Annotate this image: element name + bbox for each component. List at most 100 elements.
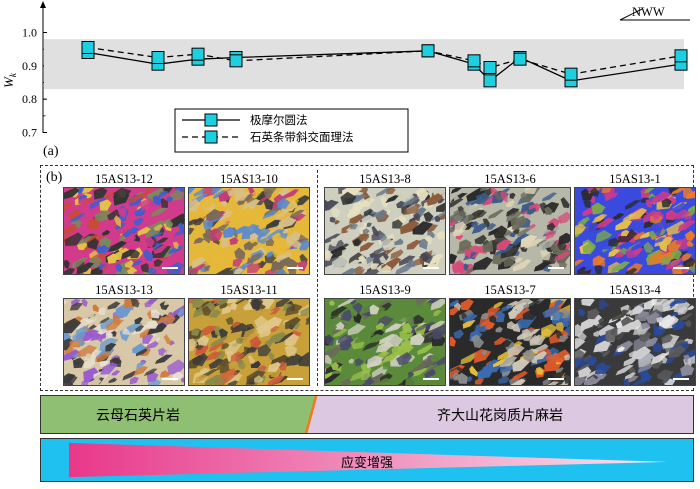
mineral-grain [460,299,474,311]
mineral-grain [660,256,674,266]
micrograph-caption: 15AS13-11 [220,283,278,297]
mineral-grain [405,376,417,385]
mineral-grain [130,299,140,308]
mineral-grain [671,319,686,331]
mineral-grain [325,373,342,384]
mineral-grain [411,367,428,377]
mineral-grain [600,248,614,260]
mineral-grain [493,190,502,201]
mineral-grain [407,371,415,378]
mineral-grain [454,221,468,234]
mineral-grain [682,253,693,262]
mineral-grain [216,299,229,305]
mineral-grain [332,328,348,338]
mineral-grain [517,332,529,340]
legend-label-2: 石英条带斜交面理法 [250,130,354,144]
mineral-grain [265,219,283,230]
mineral-grain [375,322,385,330]
mineral-grain [206,374,226,385]
series-2-point [564,67,578,81]
mineral-grain [226,299,238,304]
mineral-grain [340,191,357,206]
mineral-grain [176,308,184,316]
micrograph-image [188,187,310,275]
mineral-grain [123,227,140,238]
mineral-grain [522,307,539,320]
mineral-grain [385,195,399,204]
mineral-grain [170,347,184,356]
mineral-grain [533,261,552,272]
mineral-grain [361,304,371,311]
mineral-grain [282,228,289,234]
series-2-point [81,41,95,54]
mineral-grain [247,252,263,265]
mineral-grain [173,228,184,237]
mineral-grain [191,328,200,336]
mineral-grain [81,329,99,342]
mineral-grain [198,247,205,255]
mineral-grain [348,358,355,364]
mineral-grain [562,319,569,328]
mineral-grain [177,254,184,261]
mineral-grain [591,202,606,215]
mineral-grain [298,324,309,332]
mineral-grain [431,188,445,196]
mineral-grain [325,199,339,211]
mineral-grain [401,190,411,199]
strain-wedge-svg [68,442,668,478]
mineral-grain [640,371,652,383]
mineral-grain [215,359,234,371]
legend-marker-2 [204,130,218,144]
mineral-grain [510,215,528,230]
mineral-grain [427,224,439,233]
mineral-grain [87,218,101,230]
micrograph-texture [64,188,184,274]
mineral-grain [357,352,366,359]
mineral-grain [246,370,266,384]
mineral-grain [381,352,400,364]
mineral-grain [267,375,285,385]
mineral-grain [282,303,293,312]
mineral-grain [426,372,433,378]
mineral-grain [564,354,570,361]
micrograph-texture [189,299,309,385]
mineral-grain [545,229,557,240]
mineral-grain [64,188,80,200]
mineral-grain [69,213,86,223]
mineral-grain [202,232,211,244]
micrograph-caption: 15AS13-6 [484,172,536,186]
mineral-grain [405,233,422,243]
mineral-grain [400,339,414,352]
micrograph-caption: 15AS13-10 [220,172,278,186]
mineral-grain [602,376,612,384]
mineral-grain [180,377,184,383]
mineral-grain [148,379,162,385]
mineral-grain [577,366,592,378]
mineral-grain [430,355,438,362]
mineral-grain [502,254,516,268]
mineral-grain [594,361,606,369]
mineral-grain [106,331,113,338]
mineral-grain [608,237,620,247]
mineral-grain [515,233,531,243]
mineral-grain [593,340,611,353]
mineral-grain [102,265,109,271]
mineral-grain [629,305,645,316]
mineral-grain [164,346,182,356]
mineral-grain [505,200,515,208]
mineral-grain [541,192,558,202]
mineral-grain [354,266,366,274]
mineral-grain [270,325,280,333]
mineral-grain [639,231,651,239]
mineral-grain [255,324,269,334]
mineral-grain [362,340,382,352]
mineral-grain [433,365,444,377]
mineral-grain [545,353,556,365]
mineral-grain [305,320,309,325]
mineral-grain [604,327,622,343]
mineral-grain [337,299,356,308]
mineral-grain [510,378,526,385]
mineral-grain [413,314,425,325]
mineral-grain [189,198,201,212]
